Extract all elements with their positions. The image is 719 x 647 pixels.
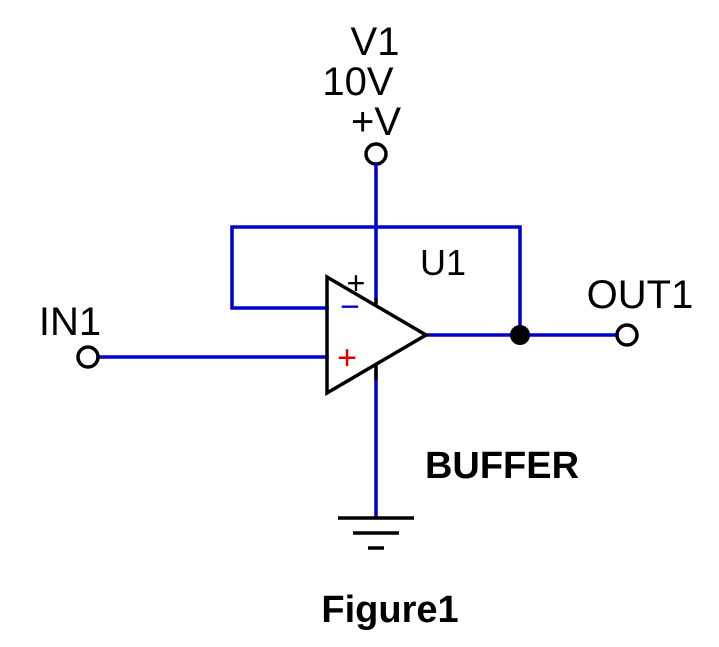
supply-terminal[interactable] xyxy=(364,142,388,166)
supply-voltage-label: 10V xyxy=(322,60,393,104)
opamp-triangle[interactable] xyxy=(325,273,430,397)
output-junction-dot xyxy=(510,325,530,345)
supply-rail-label: +V xyxy=(351,100,401,144)
opamp-supply-sign: + xyxy=(347,265,366,301)
opamp-noninverting-sign: + xyxy=(337,339,357,377)
ground-symbol xyxy=(338,516,414,550)
opamp-name-label: U1 xyxy=(420,242,466,283)
supply-name-label: V1 xyxy=(351,20,400,64)
input-port-label: IN1 xyxy=(39,300,101,344)
figure-caption: Figure1 xyxy=(321,589,458,631)
output-terminal[interactable] xyxy=(615,323,639,347)
feedback-wire xyxy=(230,225,522,337)
opamp-inverting-sign: − xyxy=(340,288,360,326)
input-terminal[interactable] xyxy=(76,345,100,369)
output-port-label: OUT1 xyxy=(587,273,694,317)
circuit-label: BUFFER xyxy=(425,445,579,487)
